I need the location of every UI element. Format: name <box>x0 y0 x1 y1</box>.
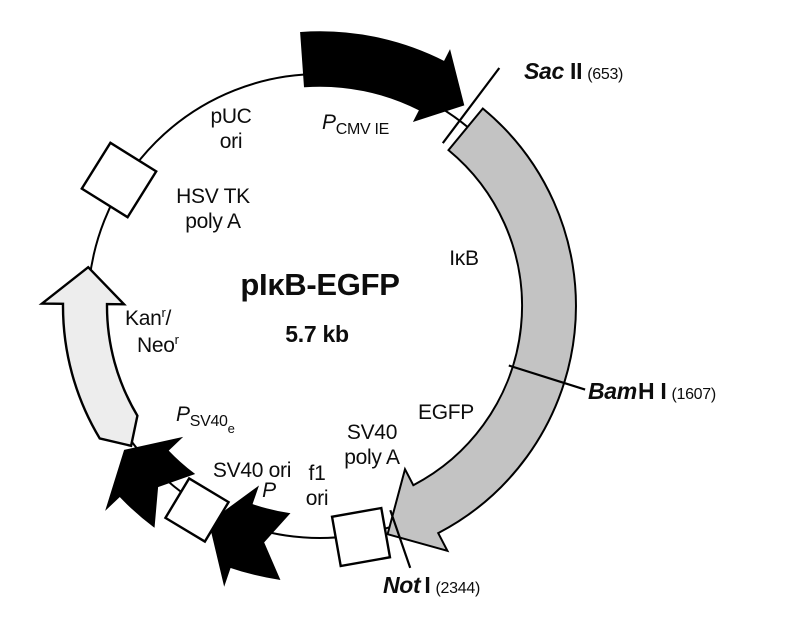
hsv-tk-polya-box <box>80 141 158 219</box>
site-sacii-enzyme: Sac <box>524 58 565 84</box>
site-sacii-suffix: II <box>570 58 583 84</box>
site-sacii-position: (653) <box>587 66 624 83</box>
hsv-tk-polya-label: HSV TK poly A <box>176 185 250 233</box>
puc-ori-label: pUC ori <box>210 105 252 153</box>
site-noti-suffix: I <box>424 572 431 598</box>
sv40-polya-label: SV40 poly A <box>344 421 400 469</box>
site-sacii: Sac II (653) <box>524 58 623 85</box>
plasmid-title: pIκB-EGFP <box>240 267 400 302</box>
site-bamhi-suffix: H I <box>637 378 667 404</box>
sv40e-promoter-arrow <box>105 436 196 528</box>
kan-neo-label: Kanr/ Neor <box>125 305 179 357</box>
site-bamhi: Bam H I (1607) <box>588 378 716 405</box>
sv40e-promoter-label: PSV40e <box>176 403 235 436</box>
sv40-ori-box <box>163 476 231 544</box>
bamhi-tick <box>508 364 586 391</box>
cmv-promoter-arrow <box>300 31 465 122</box>
f1-ori-label: f1 ori <box>305 462 329 510</box>
kanr-neor-arrow <box>38 265 139 448</box>
site-bamhi-enzyme: Bam <box>588 378 637 404</box>
cmv-promoter-label: PCMV IE <box>322 111 390 138</box>
sacii-tick <box>441 67 501 144</box>
site-noti: Not I (2344) <box>383 572 480 599</box>
site-bamhi-position: (1607) <box>671 386 716 403</box>
p-promoter-arrow <box>208 485 291 587</box>
f1-ori-box <box>330 506 392 568</box>
p-promoter-label: P <box>262 479 276 502</box>
site-noti-position: (2344) <box>435 580 481 597</box>
noti-tick <box>389 509 412 569</box>
egfp-label: EGFP <box>418 401 474 424</box>
ikb-egfp-arrow <box>386 107 577 553</box>
sv40-ori-label: SV40 ori <box>212 459 292 482</box>
ikb-label: IκB <box>449 247 479 270</box>
site-noti-enzyme: Not <box>383 572 421 598</box>
plasmid-size: 5.7 kb <box>285 321 349 347</box>
